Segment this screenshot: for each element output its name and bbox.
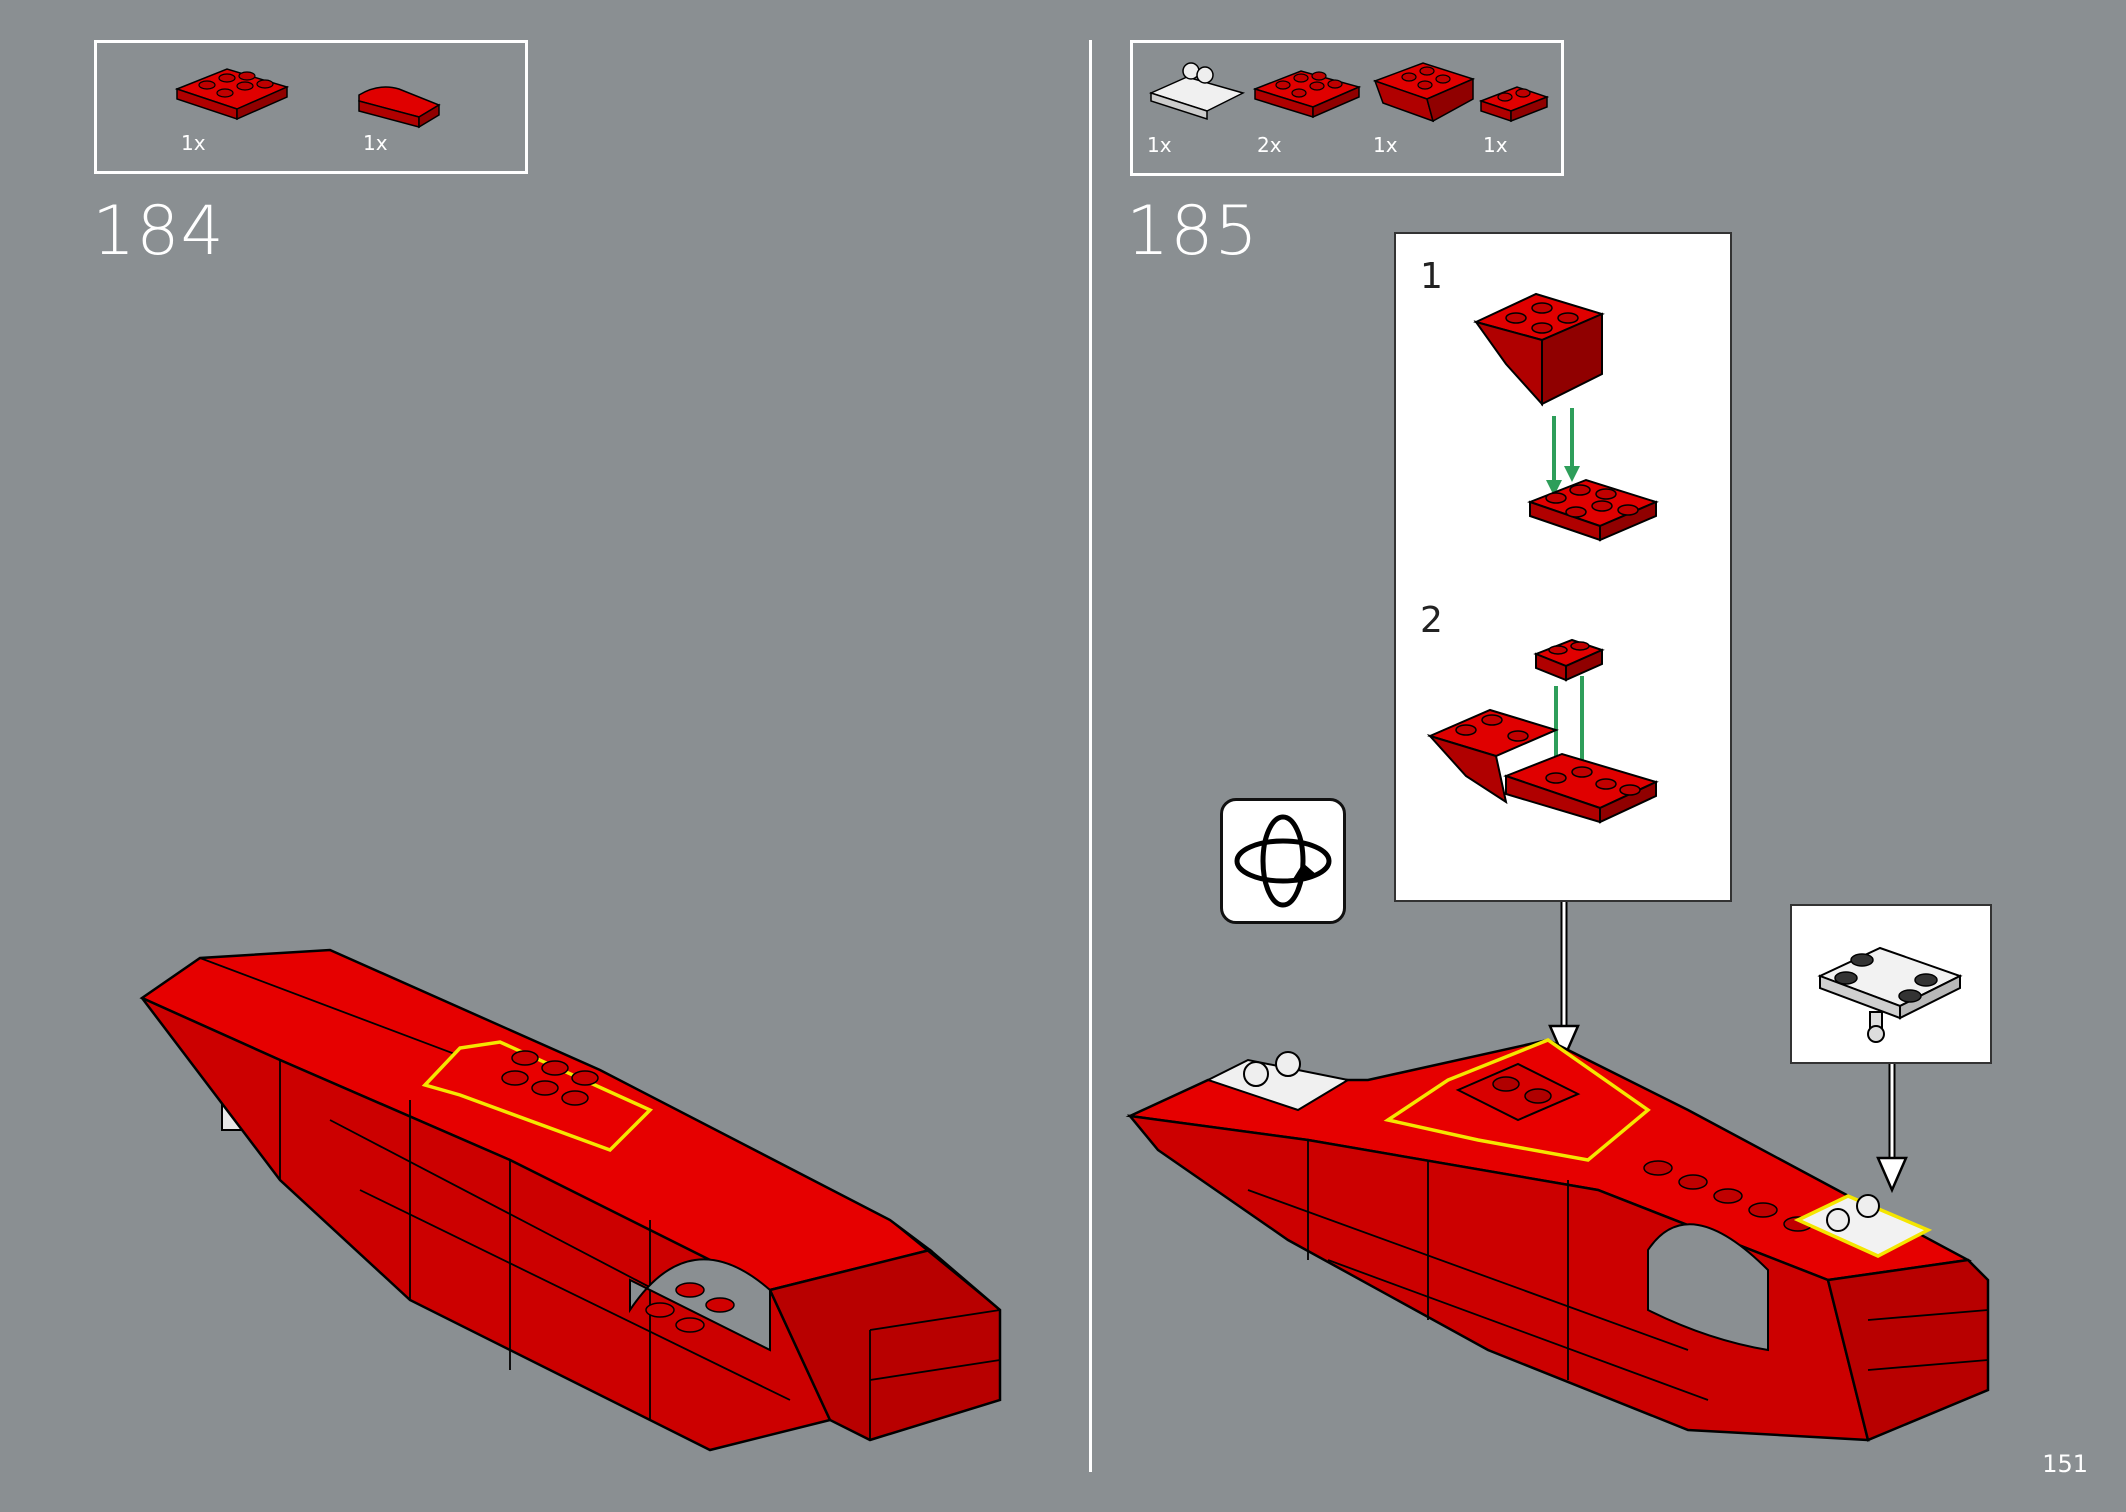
substep-number: 2 — [1420, 600, 1443, 641]
white-bracket-clip-icon — [1817, 946, 1963, 1043]
part-qty: 1x — [363, 131, 388, 155]
step-number: 184 — [92, 192, 225, 271]
bracket-callout-panel — [1790, 904, 1992, 1064]
red-plate-2x3-icon — [1252, 70, 1362, 119]
part-qty: 1x — [1483, 133, 1508, 157]
callout-arrow — [1876, 1064, 1908, 1194]
red-plate-1x2-icon — [1478, 86, 1550, 123]
substep-number: 1 — [1420, 256, 1443, 297]
substep-1-illustration — [1473, 292, 1659, 542]
boat-hull-model — [1125, 1038, 1990, 1442]
page-divider — [1089, 40, 1092, 1472]
rotate-model-box — [1220, 798, 1346, 924]
red-curved-slope-icon — [358, 86, 441, 129]
white-bracket-clip-icon — [1148, 62, 1246, 121]
part-qty: 1x — [1147, 133, 1172, 157]
boat-hull-model — [139, 948, 1002, 1452]
callout-arrow — [1548, 902, 1580, 1062]
substep-2-illustration — [1426, 638, 1659, 824]
part-qty: 1x — [181, 131, 206, 155]
rotate-model-icon — [1234, 814, 1332, 908]
substep-panel: 1 2 — [1394, 232, 1732, 902]
part-qty: 2x — [1257, 133, 1282, 157]
parts-callout-185: 1x 2x 1x 1x — [1130, 40, 1564, 176]
part-qty: 1x — [1373, 133, 1398, 157]
red-inverted-slope-icon — [1372, 62, 1476, 123]
page-number: 151 — [2042, 1450, 2088, 1478]
red-plate-2x3-icon — [174, 68, 290, 121]
parts-callout-184: 1x 1x — [94, 40, 528, 174]
step-number: 185 — [1126, 192, 1259, 271]
